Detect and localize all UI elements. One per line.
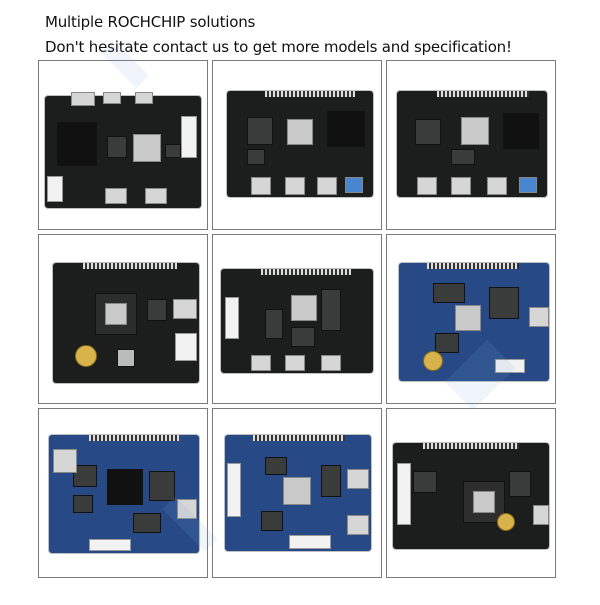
headline: Multiple ROCHCHIP solutions: [45, 13, 256, 31]
board-image-9: [393, 443, 549, 549]
board-image-7: [49, 435, 199, 553]
product-grid: [38, 60, 586, 582]
product-card-7[interactable]: [38, 408, 208, 578]
product-card-2[interactable]: [212, 60, 382, 230]
product-card-3[interactable]: [386, 60, 556, 230]
subheadline: Don't hesitate contact us to get more mo…: [45, 38, 512, 56]
board-image-5: [221, 269, 373, 373]
board-image-4: [53, 263, 199, 383]
product-card-9[interactable]: [386, 408, 556, 578]
board-image-1: [45, 92, 201, 208]
header: Multiple ROCHCHIP solutions Don't hesita…: [45, 10, 585, 60]
board-image-3: [397, 91, 547, 197]
product-card-5[interactable]: [212, 234, 382, 404]
board-image-6: [399, 263, 549, 381]
product-card-8[interactable]: [212, 408, 382, 578]
board-image-2: [227, 91, 373, 197]
product-card-4[interactable]: [38, 234, 208, 404]
board-image-8: [225, 435, 371, 551]
product-card-1[interactable]: [38, 60, 208, 230]
product-card-6[interactable]: [386, 234, 556, 404]
